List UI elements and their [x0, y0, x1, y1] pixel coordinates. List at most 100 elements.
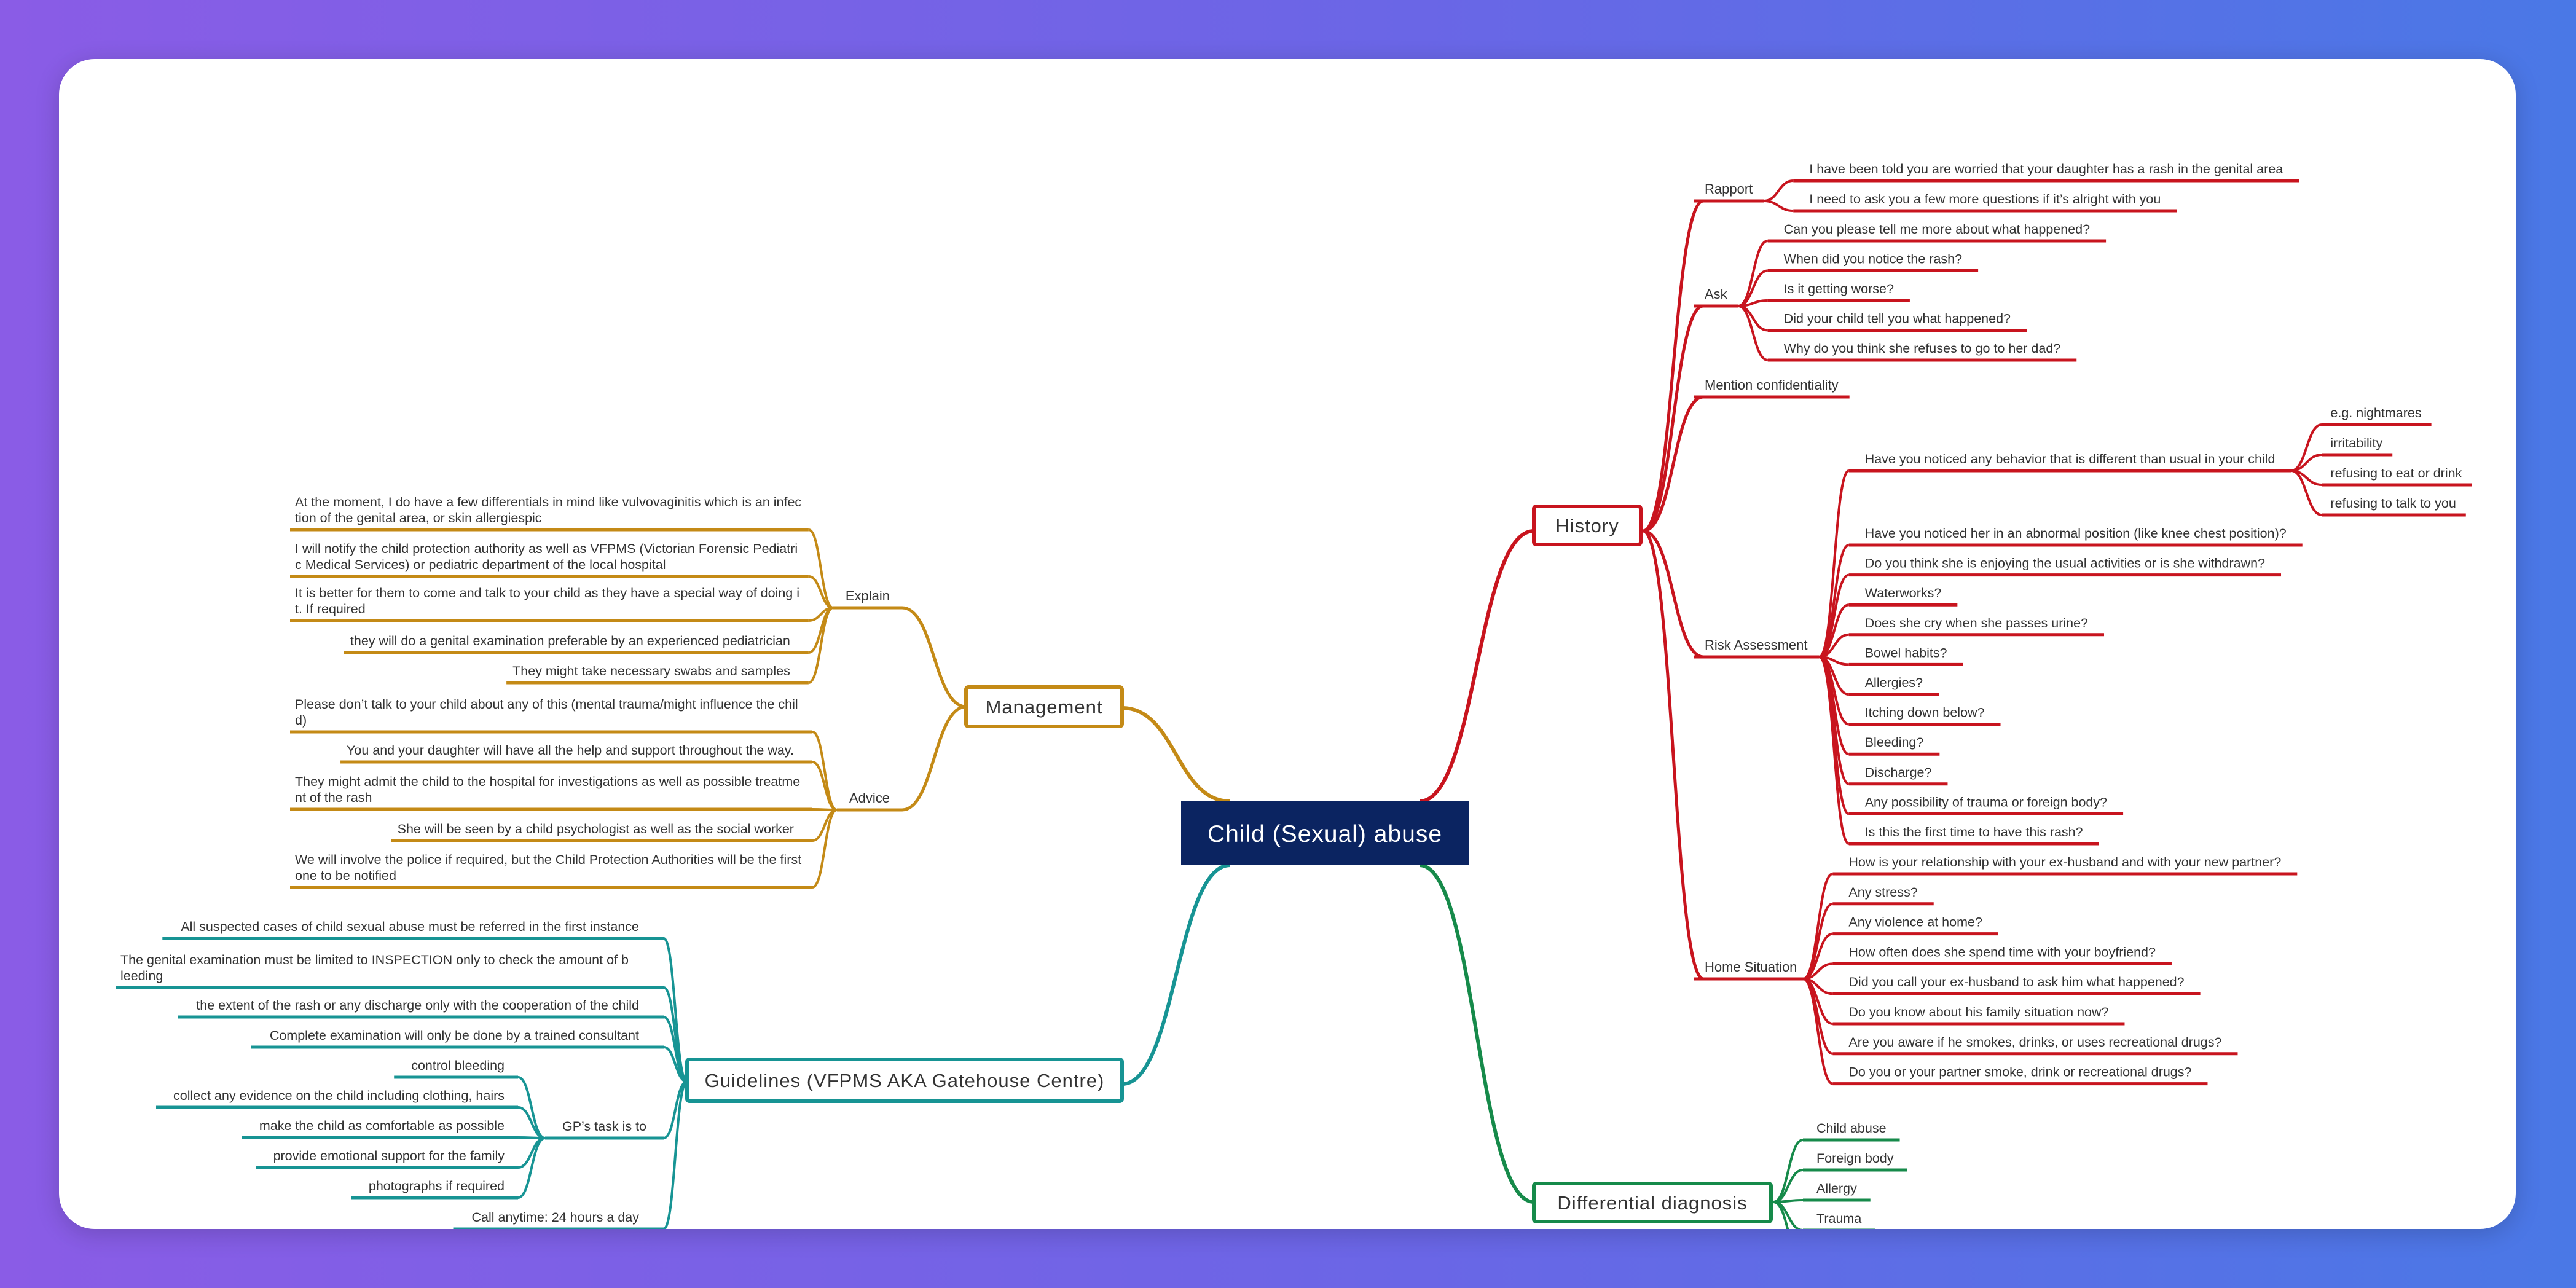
- gp-task-item-label: photographs if required: [369, 1179, 505, 1193]
- risk-item-label: Do you think she is enjoying the usual a…: [1865, 556, 2265, 571]
- connector-ask-item: [1738, 305, 1769, 361]
- guidelines-node-label: Guidelines (VFPMS AKA Gatehouse Centre): [705, 1070, 1105, 1091]
- rapport-item-label: I have been told you are worried that yo…: [1809, 162, 2283, 176]
- root-node-box: [1181, 801, 1469, 865]
- behavior-item-label: refusing to eat or drink: [2330, 466, 2462, 481]
- home-item-label: How often does she spend time with your …: [1848, 944, 2156, 959]
- behavior-item-label: e.g. nightmares: [2330, 406, 2421, 420]
- risk-item-label: Is this the first time to have this rash…: [1865, 825, 2083, 839]
- home-item-label: Do you know about his family situation n…: [1848, 1005, 2108, 1019]
- risk-item-label: Any possibility of trauma or foreign bod…: [1865, 795, 2107, 809]
- connector-confidentiality-node: [1643, 395, 1704, 533]
- risk-item-label: Discharge?: [1865, 765, 1932, 780]
- advice-item-label: nt of the rash: [295, 790, 372, 805]
- home-item-label: How is your relationship with your ex-hu…: [1848, 855, 2281, 870]
- risk-item-label: Does she cry when she passes urine?: [1865, 616, 2088, 630]
- ask-item-label: Why do you think she refuses to go to he…: [1784, 341, 2061, 356]
- management-node-box: [964, 685, 1124, 728]
- risk-item-label: Itching down below?: [1865, 705, 1985, 720]
- connector-root-guidelines: [1121, 863, 1231, 1086]
- differential-node-label: Differential diagnosis: [1557, 1192, 1747, 1214]
- gp-task-item-label: provide emotional support for the family: [273, 1149, 505, 1163]
- connector-home-item: [1802, 902, 1834, 980]
- connector-ask-node: [1643, 304, 1704, 533]
- connector-rapport-item: [1764, 179, 1794, 202]
- explain-item-label: I will notify the child protection autho…: [295, 541, 798, 556]
- advice-item-label: She will be seen by a child psychologist…: [398, 822, 794, 836]
- behavior-node-label: Have you noticed any behavior that is di…: [1865, 452, 2276, 466]
- explain-item-label: c Medical Services) or pediatric departm…: [295, 557, 666, 572]
- connector-risk-item: [1818, 656, 1850, 845]
- gp-task-node-label: GP’s task is to: [562, 1119, 646, 1134]
- connector-root-differential: [1419, 863, 1534, 1204]
- connector-rapport-item: [1764, 200, 1794, 212]
- history-node[interactable]: History: [1532, 505, 1643, 546]
- guideline-item-label: The genital examination must be limited …: [120, 952, 629, 967]
- management-node[interactable]: Management: [964, 685, 1124, 728]
- connector-explain-item: [808, 607, 834, 684]
- connector-home-situation-node: [1642, 529, 1705, 981]
- explain-item-label: At the moment, I do have a few different…: [295, 495, 801, 509]
- risk-item-label: Allergies?: [1865, 675, 1923, 690]
- risk-item-label: Bowel habits?: [1865, 645, 1947, 660]
- home-item-label: Are you aware if he smokes, drinks, or u…: [1848, 1035, 2221, 1050]
- explain-item-label: They might take necessary swabs and samp…: [512, 664, 790, 678]
- connector-risk-assessment-node: [1643, 529, 1704, 659]
- advice-item-label: They might admit the child to the hospit…: [295, 774, 800, 789]
- advice-node-label: Advice: [849, 790, 890, 806]
- explain-item-label: tion of the genital area, or skin allerg…: [295, 511, 542, 525]
- connector-behavior-item: [2291, 469, 2322, 516]
- risk-assessment-node-label: Risk Assessment: [1705, 637, 1808, 653]
- guideline-item-label: All suspected cases of child sexual abus…: [181, 919, 639, 934]
- connector-differential-item: [1773, 1201, 1789, 1229]
- advice-item-label: d): [295, 713, 307, 728]
- connector-ask-item: [1738, 240, 1769, 307]
- differential-item-label: Trauma: [1816, 1211, 1861, 1226]
- connector-root-management: [1121, 706, 1231, 803]
- advice-item-label: Please don’t talk to your child about an…: [295, 697, 798, 712]
- connector-advice-item: [812, 761, 838, 811]
- history-node-box: [1532, 505, 1643, 546]
- explain-node-label: Explain: [846, 588, 890, 603]
- connector-advice-item: [812, 809, 838, 889]
- risk-item-label: Bleeding?: [1865, 735, 1924, 750]
- connector-explain-item: [807, 528, 834, 609]
- rapport-item-label: I need to ask you a few more questions i…: [1809, 192, 2161, 206]
- home-item-label: Did you call your ex-husband to ask him …: [1848, 975, 2184, 989]
- connector-differential-item: [1773, 1201, 1804, 1229]
- behavior-item-label: irritability: [2330, 436, 2382, 450]
- home-item-label: Do you or your partner smoke, drink or r…: [1848, 1065, 2191, 1080]
- differential-item-label: Foreign body: [1816, 1151, 1894, 1166]
- advice-item-label: You and your daughter will have all the …: [347, 743, 794, 758]
- connector-gp-task-item: [517, 1137, 546, 1199]
- connector-guideline-item: [662, 937, 688, 1083]
- confidentiality-node-label: Mention confidentiality: [1705, 377, 1839, 393]
- ask-node-label: Ask: [1705, 286, 1728, 302]
- connector-rapport-node: [1643, 199, 1704, 533]
- branch-connectors: [116, 179, 2472, 1229]
- advice-item-label: We will involve the police if required, …: [295, 852, 801, 867]
- guideline-item-label: Complete examination will only be done b…: [270, 1028, 639, 1043]
- management-node-label: Management: [986, 696, 1103, 718]
- connector-explain-node: [901, 606, 967, 709]
- ask-item-label: Can you please tell me more about what h…: [1784, 222, 2090, 237]
- explain-item-label: It is better for them to come and talk t…: [295, 586, 799, 600]
- guidelines-node-box: [685, 1058, 1124, 1103]
- connector-advice-item: [812, 731, 838, 811]
- differential-node[interactable]: Differential diagnosis: [1532, 1182, 1773, 1223]
- differential-item-label: Allergy: [1816, 1181, 1857, 1196]
- root-node[interactable]: Child (Sexual) abuse: [1181, 801, 1469, 865]
- explain-item-label: they will do a genital examination prefe…: [350, 634, 790, 648]
- home-item-label: Any violence at home?: [1848, 915, 1982, 930]
- explain-item-label: t. If required: [295, 602, 366, 616]
- differential-node-box: [1532, 1182, 1773, 1223]
- guidelines-node[interactable]: Guidelines (VFPMS AKA Gatehouse Centre): [685, 1058, 1124, 1103]
- home-item-label: Any stress?: [1848, 885, 1917, 900]
- connector-home-item: [1802, 978, 1834, 1055]
- behavior-item-label: refusing to talk to you: [2330, 496, 2456, 511]
- connector-behavior-node: [1818, 469, 1850, 658]
- guideline-item-label: the extent of the rash or any discharge …: [196, 998, 639, 1013]
